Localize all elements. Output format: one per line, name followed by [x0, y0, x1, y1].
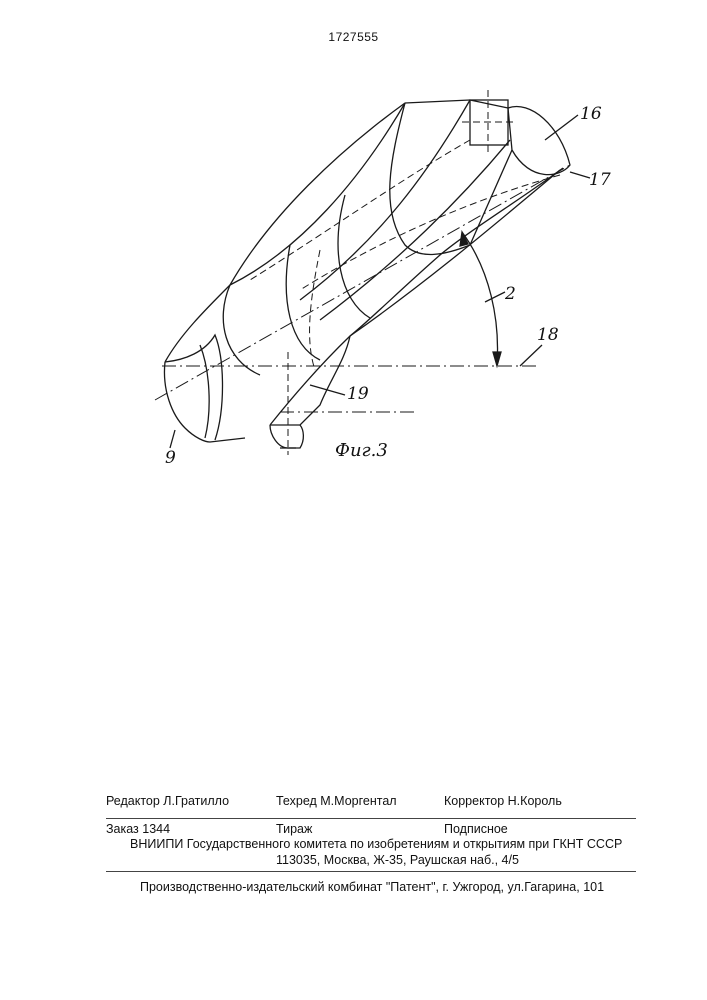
- institute-line-1: ВНИИПИ Государственного комитета по изоб…: [130, 837, 622, 851]
- callout-18: 18: [537, 325, 559, 345]
- left-end-face: [164, 362, 245, 442]
- order: Заказ 1344: [106, 822, 170, 836]
- institute-line-2: 113035, Москва, Ж-35, Раушская наб., 4/5: [276, 853, 519, 867]
- axis-line: [155, 165, 570, 400]
- callout-16: 16: [580, 104, 602, 124]
- divider: [106, 818, 636, 819]
- techred: Техред М.Моргентал: [276, 794, 397, 808]
- callout-9: 9: [165, 448, 176, 468]
- divider: [106, 871, 636, 872]
- subscription: Подписное: [444, 822, 508, 836]
- figure-caption: Фиг.3: [335, 440, 388, 461]
- editor: Редактор Л.Гратилло: [106, 794, 229, 808]
- callout-17: 17: [589, 170, 611, 190]
- circulation: Тираж: [276, 822, 312, 836]
- right-end-face: [508, 107, 570, 175]
- callout-19: 19: [347, 384, 369, 404]
- corrector: Корректор Н.Король: [444, 794, 562, 808]
- publisher: Производственно-издательский комбинат "П…: [140, 880, 604, 894]
- callout-2: 2: [505, 284, 516, 304]
